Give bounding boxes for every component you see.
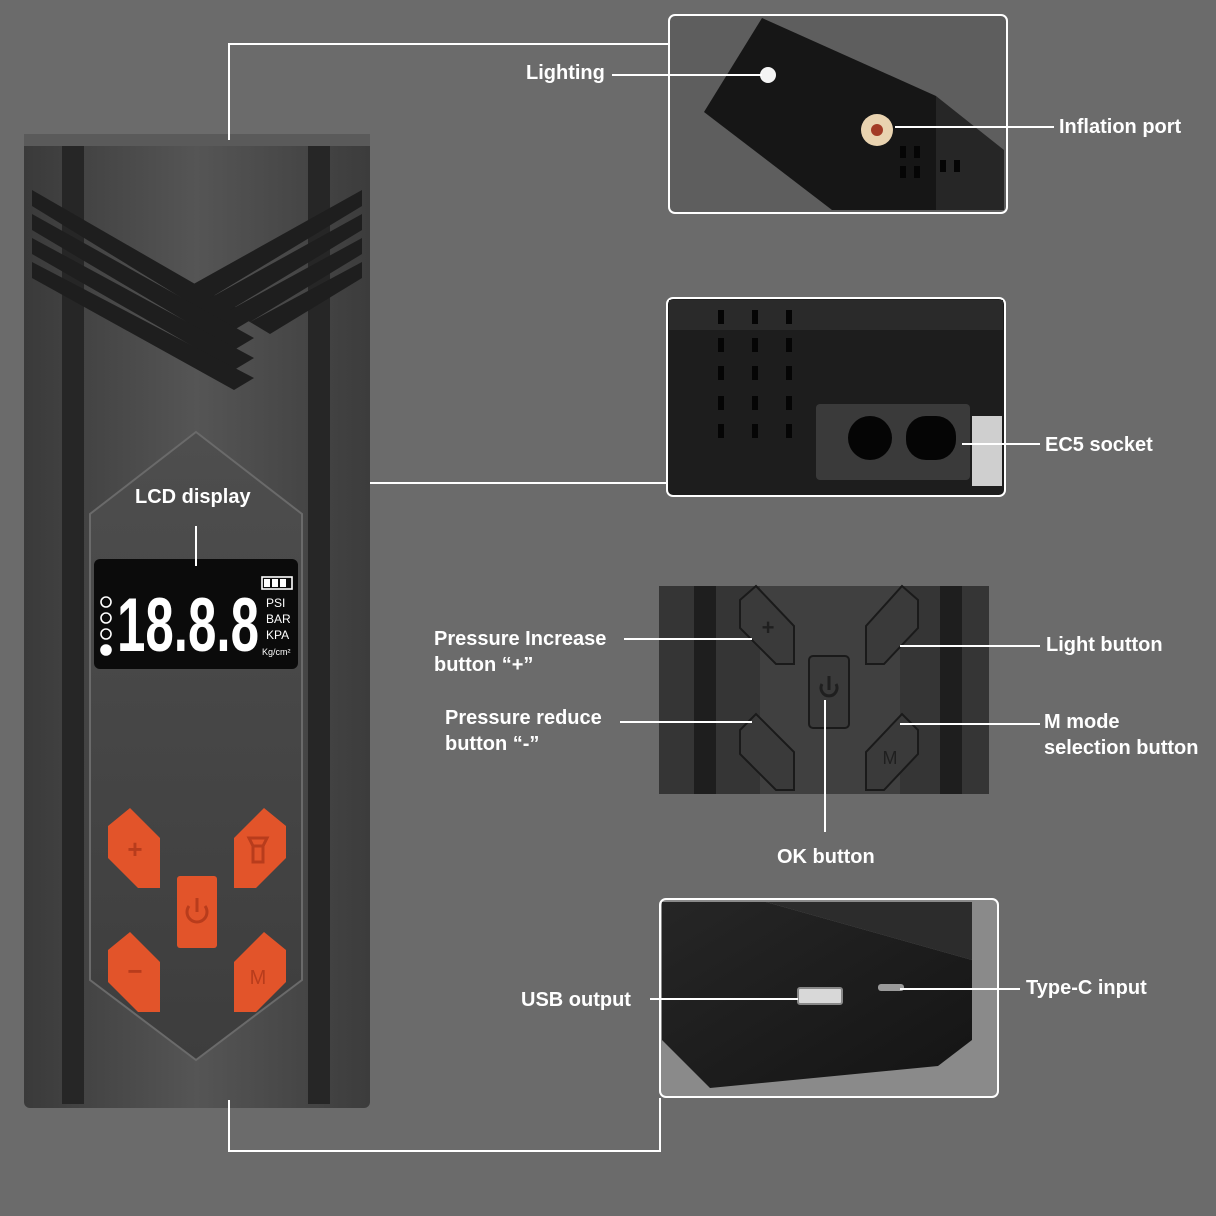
plus-button[interactable] (108, 808, 160, 888)
device-stripe-right (308, 146, 330, 1104)
callout-lines (195, 43, 1054, 1152)
lcd-unit-bar: BAR (266, 612, 291, 626)
label-usb-output: USB output (521, 989, 631, 1011)
minus-button[interactable] (108, 932, 160, 1012)
battery-icon (261, 576, 293, 590)
plus-icon: + (127, 834, 142, 864)
top-view-body (704, 18, 936, 210)
lcd-unit-kgcm2: Kg/cm² (262, 647, 291, 657)
label-inflation-port: Inflation port (1059, 116, 1182, 138)
label-ok-button: OK button (777, 846, 875, 868)
flashlight-icon (246, 836, 270, 864)
panel-m-button (865, 712, 919, 791)
label-pressure-reduce-1: Pressure reduce (445, 707, 602, 729)
lcd-digits: 18.8.8 (117, 583, 259, 668)
label-m-mode-2: selection button (1044, 737, 1199, 759)
light-button[interactable] (234, 808, 286, 888)
car-icon (100, 596, 112, 608)
lighting-led (760, 67, 776, 83)
bicycle-icon (100, 628, 112, 640)
label-pressure-increase-2: button “+” (434, 654, 534, 676)
label-pressure-reduce-2: button “-” (445, 733, 540, 755)
panel-minus-button (739, 712, 795, 791)
device-top-edge (24, 134, 370, 146)
label-pressure-increase-1: Pressure Increase (434, 628, 607, 650)
label-light-button: Light button (1046, 634, 1163, 656)
motorcycle-icon (100, 612, 112, 624)
usb-port (797, 987, 843, 1005)
label-lcd-display: LCD display (135, 486, 251, 508)
mode-button[interactable] (234, 932, 286, 1012)
panel-light-button (865, 584, 919, 665)
panel-plus-button (739, 584, 795, 665)
label-type-c-input: Type-C input (1026, 977, 1147, 999)
inset-side-view (666, 297, 1006, 497)
device-stripe-left (62, 146, 84, 1104)
lcd-unit-psi: PSI (266, 596, 285, 610)
label-m-mode-1: M mode (1044, 711, 1120, 733)
power-icon (185, 898, 209, 924)
vent-chevrons (32, 190, 362, 390)
label-ec5-socket: EC5 socket (1045, 434, 1153, 456)
panel-m-icon: M (883, 748, 898, 768)
lcd-unit-kpa: KPA (266, 628, 289, 642)
type-c-port (878, 984, 904, 991)
ball-icon (100, 644, 112, 656)
lcd-screen (94, 559, 298, 669)
panel-ok-button (808, 655, 850, 729)
panel-plus-icon: + (762, 615, 775, 640)
inset-button-panel: + M (659, 584, 989, 794)
label-lighting: Lighting (526, 62, 605, 84)
inset-top-view (668, 14, 1008, 214)
pump-device: 18.8.8 PSI BAR KPA Kg/cm² + − M (24, 134, 370, 1108)
inset-bottom-view (659, 898, 999, 1098)
minus-icon: − (127, 956, 142, 986)
m-icon: M (250, 967, 267, 989)
